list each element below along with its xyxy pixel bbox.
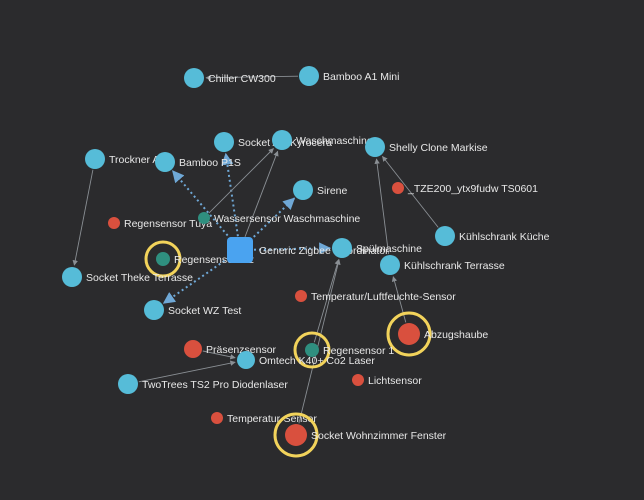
node-label: Spülmaschine: [356, 243, 422, 255]
edge-socket_wz_fenster-to-spuelmaschine: [298, 259, 341, 424]
node-temp-luft[interactable]: Temperatur/Luftfeuchte-Sensor: [295, 290, 456, 303]
node-label: Bamboo A1 Mini: [323, 71, 399, 83]
router-node-circle: [365, 137, 385, 157]
edge-coordinator-to-sirene: [249, 197, 296, 242]
edge-kuehlschrank_terrasse-to-shelly: [374, 158, 390, 255]
router-node-circle: [85, 149, 105, 169]
end-device-node-circle: [211, 412, 223, 424]
node-label: Waschmaschine: [296, 135, 373, 147]
edge-twotrees-to-omtech: [138, 360, 236, 383]
node-waschmaschine[interactable]: Waschmaschine: [272, 130, 373, 150]
node-label: Wassersensor Waschmaschine: [214, 213, 360, 225]
node-label: Chiller CW300: [208, 73, 276, 85]
highlight-ring: [144, 240, 182, 278]
end-device-node-circle: [398, 323, 420, 345]
node-regensensor-1[interactable]: Regensensor 1: [293, 331, 394, 369]
node-label: Socket Wohnzimmer Fenster: [311, 430, 447, 442]
node-shelly[interactable]: Shelly Clone Markise: [365, 137, 488, 157]
router-node-circle: [299, 66, 319, 86]
node-lichtsensor[interactable]: Lichtsensor: [352, 374, 422, 387]
node-label: Temperatur-Sensor: [227, 413, 317, 425]
router-node-circle: [214, 132, 234, 152]
router-node-circle: [62, 267, 82, 287]
router-node-circle: [435, 226, 455, 246]
node-temp-sensor[interactable]: Temperatur-Sensor: [211, 412, 317, 425]
router-node-circle: [293, 180, 313, 200]
node-label: Bamboo P1S: [179, 157, 241, 169]
node-label: Kühlschrank Terrasse: [404, 260, 505, 272]
edge-regensensor_1-to-spuelmaschine: [313, 258, 340, 343]
node-label: Socket WZ Test: [168, 305, 241, 317]
edge-trockner-to-socket_theke: [72, 169, 94, 266]
node-abzugshaube[interactable]: Abzugshaube: [386, 311, 488, 357]
node-label: Regensensor 1: [323, 345, 394, 357]
node-label: _TZE200_ytx9fudw TS0601: [407, 183, 538, 195]
router-node-circle: [332, 238, 352, 258]
end-device-node-circle: [184, 340, 202, 358]
coordinator-node-square: [227, 237, 253, 263]
node-coordinator[interactable]: Generic Zigbee Coordinator: [227, 237, 389, 263]
node-praesenz[interactable]: Präsenzsensor: [184, 340, 277, 358]
edge-wassersensor-to-waschmaschine: [208, 148, 274, 214]
node-regensensor-tuya[interactable]: Regensensor Tuya: [108, 217, 212, 230]
node-sirene[interactable]: Sirene: [293, 180, 348, 200]
node-socket-wz-fenster[interactable]: Socket Wohnzimmer Fenster: [273, 412, 447, 458]
node-socket-theke[interactable]: Socket Theke Terrasse: [62, 267, 193, 287]
end-device-node-circle: [352, 374, 364, 386]
node-bamboo-p1s[interactable]: Bamboo P1S: [155, 152, 241, 172]
router-node-circle: [305, 343, 319, 357]
router-node-circle: [144, 300, 164, 320]
router-node-circle: [237, 351, 255, 369]
node-wassersensor[interactable]: Wassersensor Waschmaschine: [198, 212, 360, 225]
node-label: Sirene: [317, 185, 348, 197]
node-label: Kühlschrank Küche: [459, 231, 550, 243]
node-label: Präsenzsensor: [206, 344, 277, 356]
node-kuehlschrank-terrasse[interactable]: Kühlschrank Terrasse: [380, 255, 505, 275]
router-node-circle: [198, 212, 210, 224]
node-label: Lichtsensor: [368, 375, 422, 387]
node-bamboo-a1[interactable]: Bamboo A1 Mini: [299, 66, 399, 86]
end-device-node-circle: [108, 217, 120, 229]
node-label: Generic Zigbee Coordinator: [259, 245, 389, 257]
end-device-node-circle: [285, 424, 307, 446]
node-tze200[interactable]: _TZE200_ytx9fudw TS0601: [392, 182, 538, 195]
router-node-circle: [155, 152, 175, 172]
node-label: Shelly Clone Markise: [389, 142, 488, 154]
edge-coordinator-to-socket_wz_test: [162, 257, 230, 304]
highlight-ring: [386, 311, 432, 357]
node-label: TwoTrees TS2 Pro Diodenlaser: [142, 379, 288, 391]
edge-coordinator-to-socket_ac: [221, 152, 239, 237]
edges-layer: [72, 75, 439, 424]
node-twotrees[interactable]: TwoTrees TS2 Pro Diodenlaser: [118, 374, 288, 394]
router-node-circle: [184, 68, 204, 88]
node-socket-wz-test[interactable]: Socket WZ Test: [144, 300, 241, 320]
node-label: Regensensor Tuya: [124, 218, 212, 230]
edge-praesenz-to-omtech: [202, 350, 236, 360]
router-node-circle: [272, 130, 292, 150]
router-node-circle: [156, 252, 170, 266]
router-node-circle: [380, 255, 400, 275]
edge-coordinator-to-waschmaschine: [244, 150, 279, 238]
edge-bamboo_a1-to-chiller: [205, 75, 299, 81]
highlight-ring: [293, 331, 331, 369]
node-label: Socket Theke Terrasse: [86, 272, 193, 284]
highlight-ring: [273, 412, 319, 458]
node-trockner[interactable]: Trockner AC: [85, 149, 167, 169]
node-omtech[interactable]: Omtech K40+ Co2 Laser: [237, 351, 375, 369]
node-label: Abzugshaube: [424, 329, 488, 341]
end-device-node-circle: [295, 290, 307, 302]
node-spuelmaschine[interactable]: Spülmaschine: [332, 238, 422, 258]
node-kuehlschrank-kueche[interactable]: Kühlschrank Küche: [435, 226, 550, 246]
node-label: Temperatur/Luftfeuchte-Sensor: [311, 291, 456, 303]
node-chiller[interactable]: Chiller CW300: [184, 68, 276, 88]
end-device-node-circle: [392, 182, 404, 194]
node-label: Omtech K40+ Co2 Laser: [259, 355, 375, 367]
edge-kuehlschrank_kueche-to-shelly: [382, 155, 439, 228]
router-node-circle: [118, 374, 138, 394]
node-label: Trockner AC: [109, 154, 167, 166]
